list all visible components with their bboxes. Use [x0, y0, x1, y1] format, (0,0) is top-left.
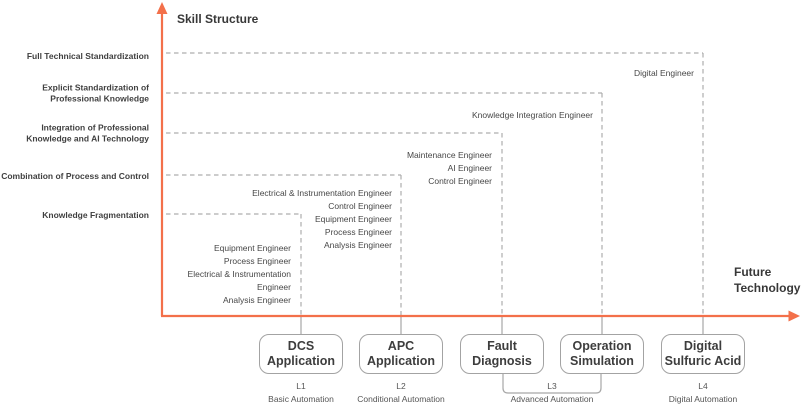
stage-box-operation-simulation: Operation Simulation: [560, 334, 644, 374]
level-label-l3: L3 Advanced Automation: [472, 380, 632, 406]
engineer-item: Process Engineer: [324, 227, 392, 237]
engineer-item: Digital Engineer: [633, 68, 694, 78]
level-code: L3: [547, 381, 557, 391]
skill-level-label-integration-ai: Integration of Professional Knowledge an…: [26, 122, 149, 144]
engineer-item: Analysis Engineer: [323, 240, 392, 250]
engineer-item: Electrical & Instrumentation Engineer: [187, 269, 291, 292]
engineer-item: Electrical & Instrumentation Engineer: [252, 188, 392, 198]
engineer-item: Control Engineer: [428, 176, 492, 186]
engineer-list-stage-1: Equipment Engineer Process Engineer Elec…: [91, 242, 291, 307]
automation-label: Digital Automation: [668, 394, 738, 404]
engineer-list-stage-4: Knowledge Integration Engineer: [393, 109, 593, 122]
automation-label: Basic Automation: [268, 394, 334, 404]
connector-lines: [300, 317, 704, 394]
x-axis-title: Future Technology: [734, 265, 801, 295]
skill-level-label-full-standardization: Full Technical Standardization: [26, 50, 149, 61]
engineer-list-stage-2: Electrical & Instrumentation Engineer Co…: [192, 187, 392, 252]
y-axis-arrowhead-icon: [156, 2, 168, 14]
stage-box-digital-sulfuric-acid: Digital Sulfuric Acid: [661, 334, 745, 374]
level-code: L1: [296, 381, 306, 391]
axes: [160, 13, 790, 318]
skill-level-label-explicit-standardization: Explicit Standardization of Professional…: [42, 82, 149, 104]
axis-arrowheads: [156, 2, 800, 322]
engineer-list-stage-3: Maintenance Engineer AI Engineer Control…: [292, 149, 492, 188]
stage-box-dcs-application: DCS Application: [259, 334, 343, 374]
skill-level-label-knowledge-fragmentation: Knowledge Fragmentation: [42, 209, 149, 220]
stage-box-apc-application: APC Application: [359, 334, 443, 374]
level-label-l4: L4 Digital Automation: [623, 380, 783, 406]
engineer-item: Equipment Engineer: [213, 243, 291, 253]
engineer-item: AI Engineer: [447, 163, 492, 173]
engineer-item: Maintenance Engineer: [406, 150, 492, 160]
stage-box-fault-diagnosis: Fault Diagnosis: [460, 334, 544, 374]
y-axis-title: Skill Structure: [177, 12, 259, 26]
engineer-item: Analysis Engineer: [222, 295, 291, 305]
engineer-item: Knowledge Integration Engineer: [472, 110, 593, 120]
x-axis-arrowhead-icon: [788, 310, 800, 322]
engineer-list-stage-5: Digital Engineer: [494, 67, 694, 80]
level-code: L2: [396, 381, 406, 391]
automation-label: Conditional Automation: [357, 394, 445, 404]
skill-level-label-process-control: Combination of Process and Control: [1, 170, 149, 181]
engineer-item: Control Engineer: [328, 201, 392, 211]
l3-bracket: [502, 374, 602, 394]
level-label-l1: L1 Basic Automation: [221, 380, 381, 406]
dashed-step-lines: [166, 52, 704, 316]
level-code: L4: [698, 381, 708, 391]
level-label-l2: L2 Conditional Automation: [321, 380, 481, 406]
engineer-item: Process Engineer: [223, 256, 291, 266]
automation-label: Advanced Automation: [510, 394, 594, 404]
engineer-item: Equipment Engineer: [314, 214, 392, 224]
